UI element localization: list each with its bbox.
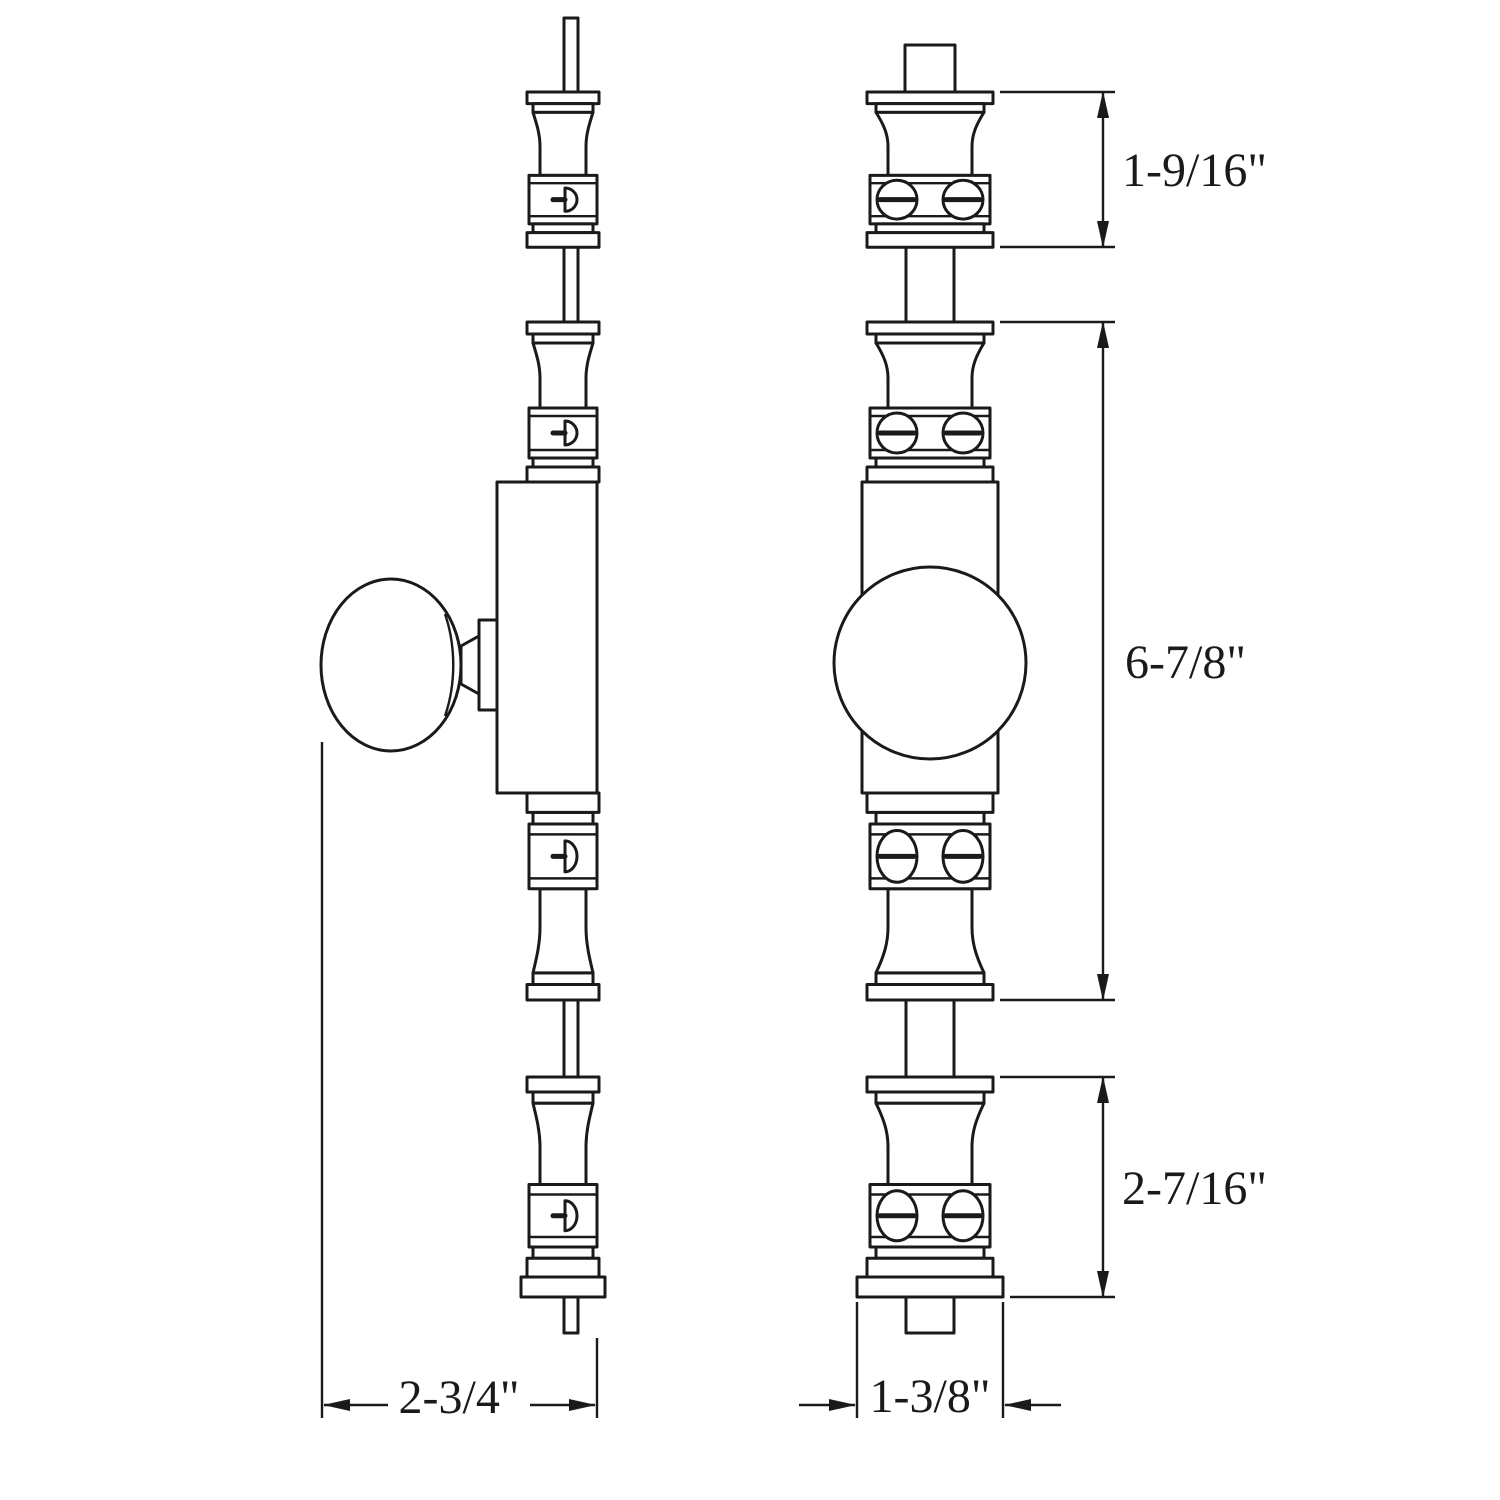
case-plate — [495, 480, 599, 795]
guide-bracket — [867, 793, 993, 1000]
side-view — [319, 16, 607, 1335]
bolt-rod-lower — [904, 998, 956, 1079]
bolt-rod-lower — [562, 998, 580, 1079]
dimension-depth: 2-3/4" — [320, 742, 599, 1424]
dimension-width: 1-3/8" — [799, 1302, 1061, 1423]
guide-bracket — [527, 92, 599, 247]
guide-base-cap — [855, 1275, 1005, 1299]
bolt-rod-upper — [562, 245, 580, 324]
bolt-rod-top — [903, 43, 957, 94]
front-view — [832, 43, 1028, 1335]
dimension-label: 6-7/8" — [1125, 636, 1246, 689]
guide-bracket — [527, 793, 599, 1000]
dimension-bottom-guide: 2-7/16" — [1000, 1075, 1267, 1299]
knob-stem — [459, 634, 481, 696]
bolt-rod-bottom — [562, 1295, 580, 1335]
dimension-label: 1-9/16" — [1122, 144, 1267, 197]
dimension-label: 2-7/16" — [1122, 1162, 1267, 1215]
knob-side — [319, 577, 499, 753]
dimension-label: 1-3/8" — [870, 1370, 991, 1423]
guide-bracket — [867, 1077, 993, 1277]
dimension-label: 2-3/4" — [399, 1371, 520, 1424]
guide-base-cap — [519, 1275, 607, 1299]
dimension-top-guide: 1-9/16" — [1000, 90, 1267, 249]
guide-bracket — [867, 92, 993, 247]
guide-bracket — [527, 322, 599, 482]
bolt-rod-top — [562, 16, 580, 94]
knob-oval — [319, 577, 463, 753]
bolt-rod-bottom — [904, 1295, 956, 1335]
knob-rose — [477, 618, 499, 712]
guide-bracket — [527, 1077, 599, 1277]
bolt-rod-upper — [904, 245, 956, 324]
knob-front — [832, 565, 1028, 761]
guide-bracket — [867, 322, 993, 482]
knob-face-line — [443, 613, 455, 717]
dimension-bolt-section: 6-7/8" — [1000, 320, 1246, 1002]
